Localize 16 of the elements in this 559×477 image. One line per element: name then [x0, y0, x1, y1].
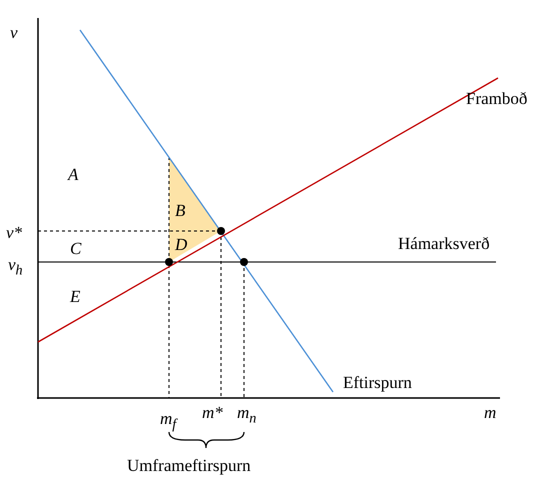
- area-label: B: [175, 202, 186, 219]
- price-label: v*: [6, 224, 22, 241]
- area-label: E: [70, 288, 80, 305]
- quantity-label: m*: [202, 404, 223, 421]
- area-label: D: [175, 236, 188, 253]
- curve-label: Framboð: [466, 90, 528, 107]
- price-label: v$_{h}$: [8, 256, 23, 278]
- area-label: A: [68, 166, 78, 183]
- axis-label: m: [484, 404, 496, 421]
- axis-label: v: [10, 24, 18, 41]
- brace-label: Umframeftirspurn: [127, 457, 251, 474]
- curve-label: Eftirspurn: [343, 374, 412, 391]
- quantity-label: m$_{f}$: [160, 410, 176, 432]
- line-label: Hámarksverð: [398, 235, 490, 252]
- area-label: C: [70, 240, 82, 257]
- quantity-label: m$_{n}$: [237, 404, 256, 426]
